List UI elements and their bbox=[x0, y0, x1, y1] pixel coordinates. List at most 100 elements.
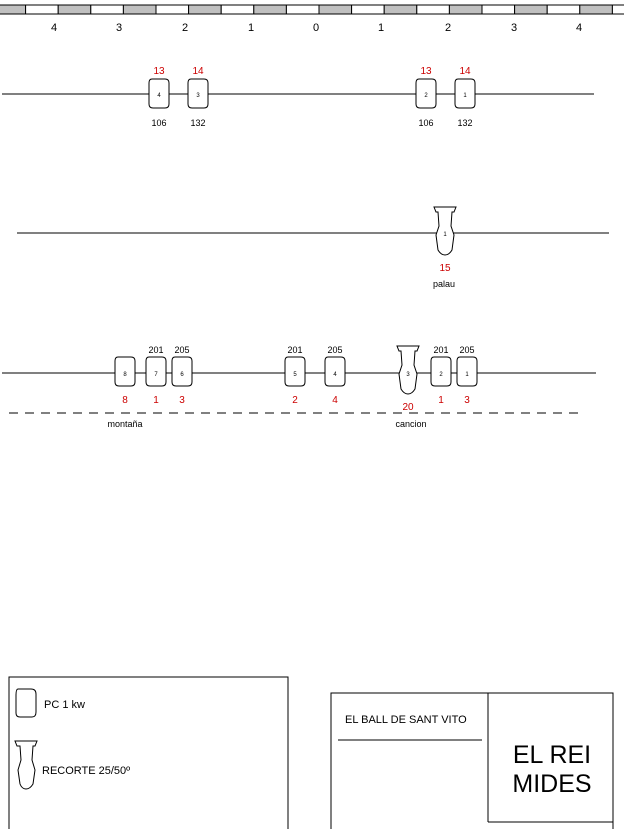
recorte-fixture-icon bbox=[14, 740, 38, 790]
pc-fixture: 5 2 201 bbox=[284, 345, 306, 406]
fixture-unit-number: 6 bbox=[180, 372, 184, 378]
fixture-unit-number: 3 bbox=[196, 93, 200, 99]
fixture-unit-number: 2 bbox=[439, 372, 443, 378]
ruler-segment bbox=[579, 4, 613, 15]
pc-fixture: 4 4 205 bbox=[324, 345, 346, 406]
ruler-segment bbox=[318, 4, 353, 15]
pc-fixture: 1 14 132 bbox=[454, 66, 476, 128]
fixture-unit-number: 5 bbox=[293, 372, 297, 378]
ruler-segment bbox=[57, 4, 92, 15]
legend-recorte-label: RECORTE 25/50º bbox=[42, 765, 130, 777]
pc-fixture: 4 13 106 bbox=[148, 66, 170, 128]
fixture-circuit-number: 132 bbox=[457, 118, 472, 128]
ruler-segment bbox=[546, 4, 581, 15]
fixture-dimmer-number: 1 bbox=[438, 395, 444, 406]
pc-fixture-icon bbox=[145, 356, 167, 387]
fixture-circuit-number: 201 bbox=[433, 345, 448, 355]
recorte-fixture-icon bbox=[433, 206, 457, 256]
fixture-dimmer-number: 14 bbox=[192, 66, 204, 77]
batten-1: 4 13 106 3 14 132 2 13 106 1 14 132 bbox=[2, 66, 594, 128]
ruler-segment bbox=[155, 4, 190, 15]
ruler-segment bbox=[448, 4, 483, 15]
fixture-dimmer-number: 13 bbox=[420, 66, 432, 77]
fixture-unit-number: 2 bbox=[424, 93, 428, 99]
batten-3-sublabel-cancion: cancion bbox=[395, 419, 426, 429]
ruler-number: 4 bbox=[576, 22, 582, 34]
ruler-number: 2 bbox=[445, 22, 451, 34]
ruler-segment bbox=[188, 4, 222, 15]
pc-fixture-icon bbox=[148, 78, 170, 109]
fixture-unit-number: 4 bbox=[157, 93, 161, 99]
recorte-fixture: 1 15 bbox=[433, 206, 457, 274]
ruler-number: 4 bbox=[51, 22, 57, 34]
pc-fixture-icon bbox=[430, 356, 452, 387]
fixture-dimmer-number: 14 bbox=[459, 66, 471, 77]
ruler-segment bbox=[351, 4, 385, 15]
pc-fixture-icon bbox=[171, 356, 193, 387]
pc-fixture-icon bbox=[454, 78, 476, 109]
legend-item-recorte: RECORTE 25/50º bbox=[14, 740, 130, 790]
fixture-circuit-number: 205 bbox=[174, 345, 189, 355]
pc-fixture-icon bbox=[324, 356, 346, 387]
fixture-circuit-number: 205 bbox=[327, 345, 342, 355]
company-name-line-2: MIDES bbox=[512, 770, 591, 798]
fixture-unit-number: 1 bbox=[443, 232, 447, 238]
ruler-segment bbox=[25, 4, 59, 15]
fixture-dimmer-number: 3 bbox=[464, 395, 470, 406]
legend: PC 1 kw RECORTE 25/50º bbox=[8, 676, 289, 829]
ruler-segment bbox=[611, 4, 624, 15]
fixture-dimmer-number: 2 bbox=[292, 395, 298, 406]
ruler-segment bbox=[383, 4, 418, 15]
fixture-unit-number: 8 bbox=[123, 372, 127, 378]
ruler-segment bbox=[90, 4, 124, 15]
ruler-number: 3 bbox=[511, 22, 517, 34]
ruler-segment bbox=[253, 4, 287, 15]
fixture-circuit-number: 106 bbox=[418, 118, 433, 128]
pc-fixture: 2 13 106 bbox=[415, 66, 437, 128]
ruler-segment bbox=[0, 4, 27, 15]
batten-2: 1 15 palau bbox=[17, 206, 609, 289]
show-title: EL BALL DE SANT VITO bbox=[345, 714, 467, 726]
title-block: EL BALL DE SANT VITO EL REI MIDES bbox=[330, 692, 614, 829]
pc-fixture: 6 3 205 bbox=[171, 345, 193, 406]
fixture-unit-number: 7 bbox=[154, 372, 158, 378]
recorte-fixture-icon bbox=[396, 345, 420, 395]
fixture-dimmer-number: 8 bbox=[122, 395, 128, 406]
ruler-segment bbox=[285, 4, 320, 15]
pc-fixture: 7 1 201 bbox=[145, 345, 167, 406]
fixture-dimmer-number: 3 bbox=[179, 395, 185, 406]
ruler-number: 1 bbox=[248, 22, 254, 34]
fixture-circuit-number: 201 bbox=[148, 345, 163, 355]
ruler-segment bbox=[122, 4, 157, 15]
recorte-fixture: 320 bbox=[396, 345, 420, 413]
fixture-dimmer-number: 1 bbox=[153, 395, 159, 406]
fixture-unit-number: 1 bbox=[465, 372, 469, 378]
fixture-circuit-number: 201 bbox=[287, 345, 302, 355]
pc-fixture-icon bbox=[284, 356, 306, 387]
pc-fixture-icon bbox=[15, 688, 37, 718]
fixture-unit-number: 4 bbox=[333, 372, 337, 378]
pc-fixture: 2 1 201 bbox=[430, 345, 452, 406]
fixture-circuit-number: 132 bbox=[190, 118, 205, 128]
fixture-dimmer-number: 4 bbox=[332, 395, 338, 406]
company-name-line-1: EL REI bbox=[513, 741, 591, 769]
fixture-dimmer-number: 15 bbox=[439, 263, 451, 274]
fixture-unit-number: 1 bbox=[463, 93, 467, 99]
legend-pc-label: PC 1 kw bbox=[44, 699, 85, 711]
ruler-segment bbox=[416, 4, 450, 15]
ruler-segment bbox=[514, 4, 548, 15]
ruler-number: 2 bbox=[182, 22, 188, 34]
fixture-dimmer-number: 13 bbox=[153, 66, 165, 77]
fixture-unit-number: 3 bbox=[406, 372, 410, 378]
ruler-segment bbox=[481, 4, 516, 15]
ruler-number: 1 bbox=[378, 22, 384, 34]
pc-fixture-icon bbox=[415, 78, 437, 109]
pc-fixture-icon bbox=[187, 78, 209, 109]
batten-3-sublabel-montana: montaña bbox=[107, 419, 142, 429]
ruler-segment bbox=[220, 4, 255, 15]
fixture-circuit-number: 106 bbox=[151, 118, 166, 128]
batten-2-label: palau bbox=[433, 279, 455, 289]
